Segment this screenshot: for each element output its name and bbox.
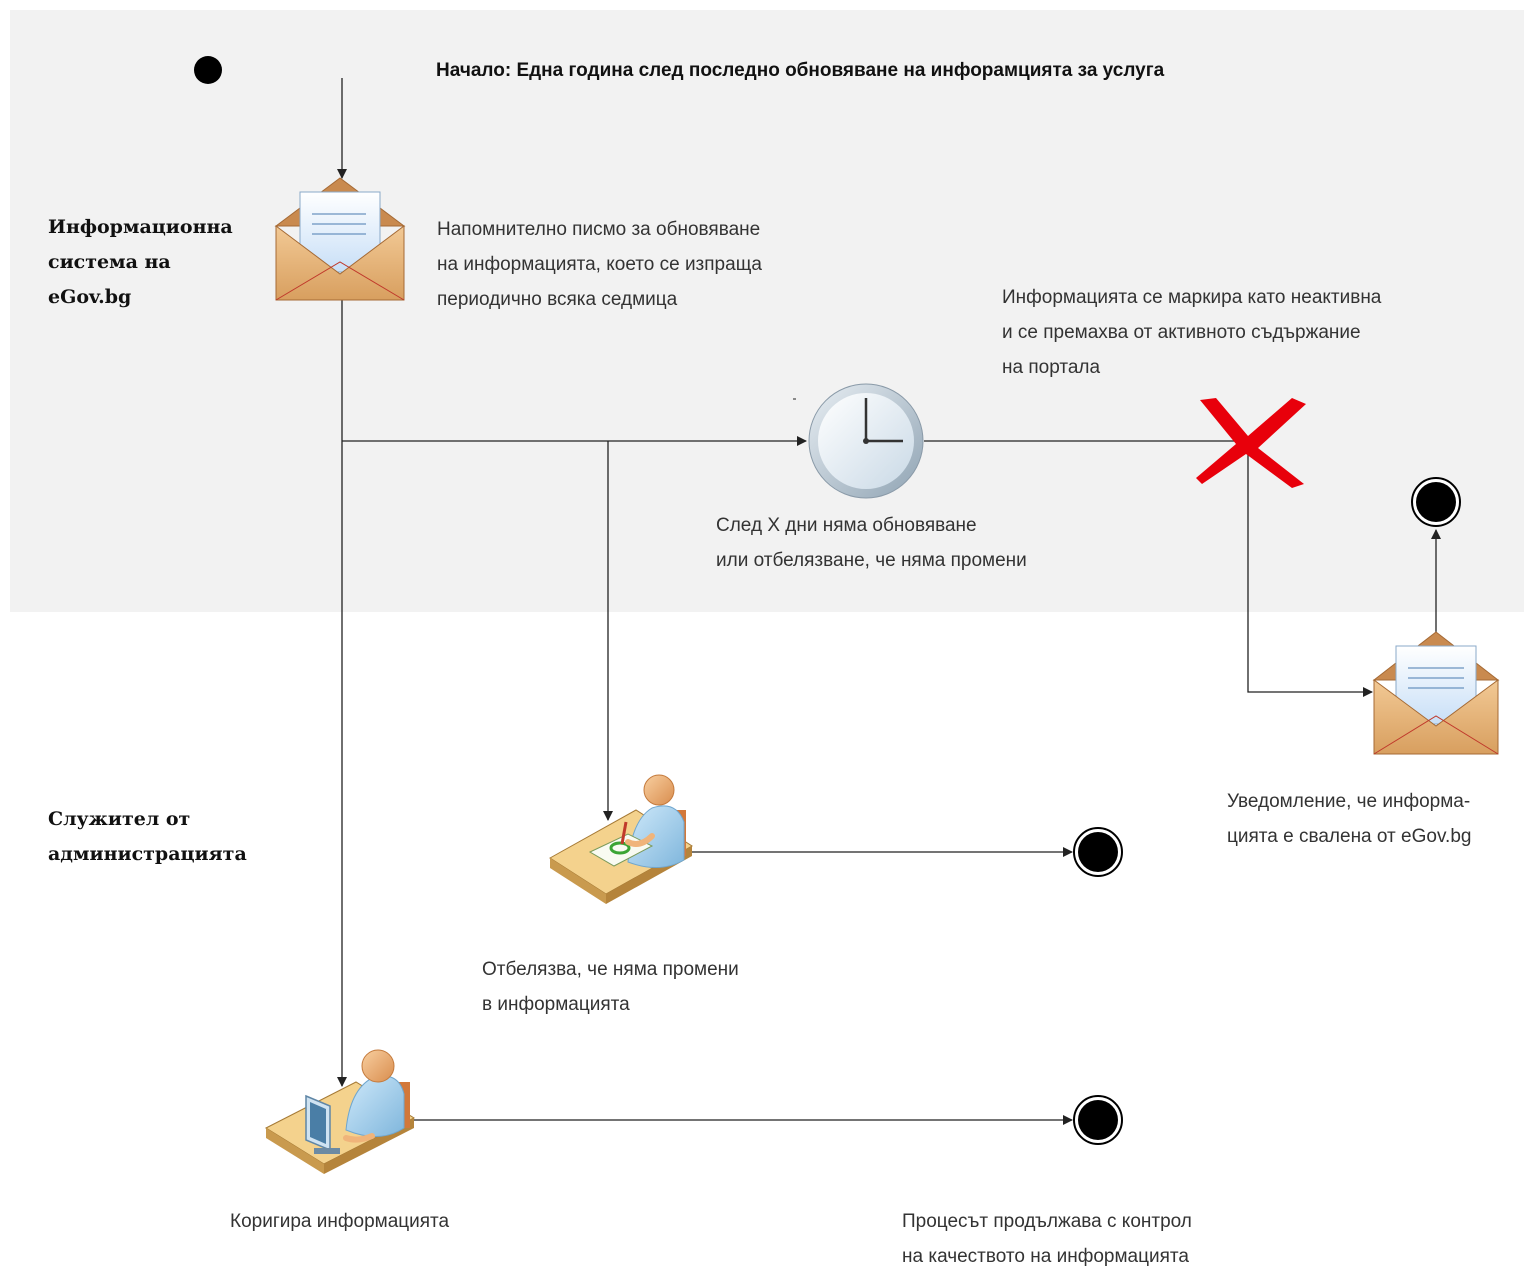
start-label: Начало: Една година след последно обновя…: [436, 60, 1165, 81]
deactivate-note: Информацията се маркира като неактивна и…: [1002, 287, 1382, 378]
cancel-cross-icon: [1196, 398, 1306, 488]
continue-note: Процесът продължава с контрол на качеств…: [902, 1211, 1192, 1267]
timer-note: След Х дни няма обновяване или отбелязва…: [716, 515, 1027, 571]
envelope-icon: [274, 177, 406, 301]
lane-label-system: Информационна система на eGov.bg: [48, 216, 233, 308]
notification-note: Уведомление, че информа- цията е свалена…: [1227, 791, 1472, 847]
end-node-icon: [1073, 1095, 1123, 1145]
no-changes-note: Отбелязва, че няма промени в информацият…: [482, 959, 739, 1015]
reminder-note: Напомнително писмо за обновяване на инфо…: [437, 219, 762, 310]
start-node-icon: [194, 56, 222, 84]
lane-label-employee: Служител от администрацията: [48, 808, 247, 865]
connector-lines: [337, 78, 1441, 1125]
correct-note: Коригира информацията: [230, 1211, 450, 1232]
system-lane-band: [10, 10, 1524, 612]
envelope-icon: [1372, 631, 1500, 755]
clock-icon: [808, 383, 924, 499]
end-node-icon: [1073, 827, 1123, 877]
person-computer-icon: [264, 1049, 416, 1174]
end-node-icon: [1411, 477, 1461, 527]
person-desk-icon: [549, 774, 693, 904]
cross-to-notification-arrow: [1247, 448, 1373, 697]
